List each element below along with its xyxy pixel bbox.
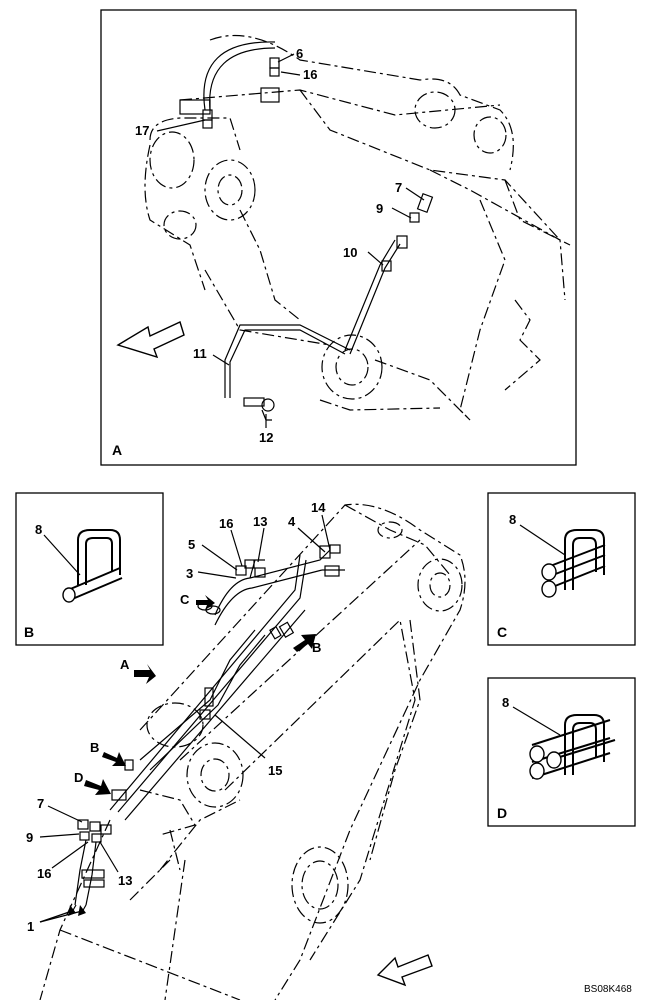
view-a-label: A xyxy=(112,442,122,458)
callout-6: 6 xyxy=(296,46,303,61)
arrow-label-c: C xyxy=(180,592,190,607)
detail-c-label: C xyxy=(497,624,507,640)
callout-16-bottom: 16 xyxy=(37,866,51,881)
callout-13-bottom: 13 xyxy=(118,873,132,888)
callout-14: 14 xyxy=(311,500,326,515)
callout-11: 11 xyxy=(193,346,207,361)
detail-b: 8 B xyxy=(15,492,164,646)
arrow-label-b-right: B xyxy=(312,640,321,655)
callout-3: 3 xyxy=(186,566,193,581)
callout-16-top: 16 xyxy=(219,516,233,531)
detail-d-label: D xyxy=(497,805,507,821)
view-a-frame xyxy=(100,9,577,466)
callout-7: 7 xyxy=(395,180,402,195)
callout-7-bottom: 7 xyxy=(37,796,44,811)
callout-5: 5 xyxy=(188,537,195,552)
bottom-callouts: 16 13 4 14 5 3 15 7 9 16 13 1 A B D B C xyxy=(26,500,326,934)
callout-10: 10 xyxy=(343,245,357,260)
callout-9-bottom: 9 xyxy=(26,830,33,845)
detail-d: 8 D xyxy=(487,677,636,827)
boom-main-body xyxy=(39,503,466,1000)
bottom-direction-arrows xyxy=(84,595,433,987)
view-a-direction-arrow xyxy=(116,321,185,359)
bottom-leaders xyxy=(39,514,331,923)
detail-b-label: B xyxy=(24,624,34,640)
arrow-label-d: D xyxy=(74,770,83,785)
callout-9: 9 xyxy=(376,201,383,216)
view-a-leaders xyxy=(156,53,425,428)
arrow-label-a: A xyxy=(120,657,130,672)
callout-4: 4 xyxy=(288,514,296,529)
callout-16: 16 xyxy=(303,67,317,82)
detail-c: 8 C xyxy=(487,492,636,646)
detail-c-callout-8: 8 xyxy=(509,512,516,527)
detail-b-callout-8: 8 xyxy=(35,522,42,537)
callout-17: 17 xyxy=(135,123,149,138)
view-a-callouts: 6 16 17 7 9 10 11 12 A xyxy=(112,46,402,458)
callout-1: 1 xyxy=(27,919,34,934)
view-a-hoses xyxy=(202,41,434,421)
callout-13-top: 13 xyxy=(253,514,267,529)
detail-d-callout-8: 8 xyxy=(502,695,509,710)
callout-12: 12 xyxy=(259,430,273,445)
boom-hoses xyxy=(68,544,345,916)
arrow-label-b-left: B xyxy=(90,740,99,755)
drawing-code: BS08K468 xyxy=(584,984,632,995)
callout-15: 15 xyxy=(268,763,282,778)
